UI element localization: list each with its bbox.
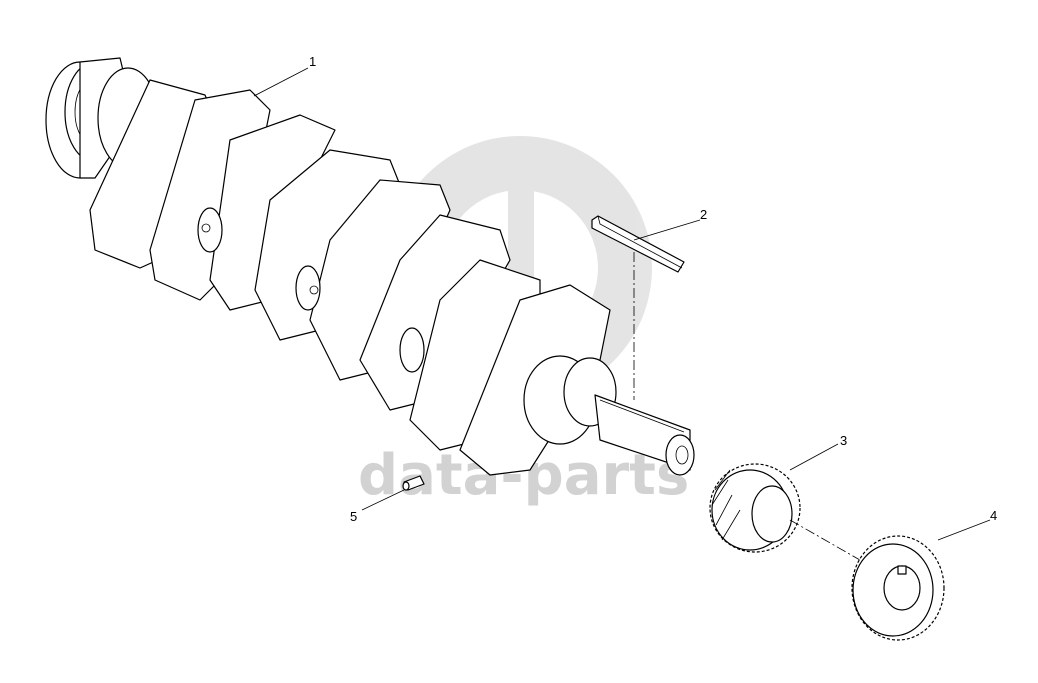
callout-label-2: 2: [700, 207, 707, 222]
key: [591, 215, 685, 400]
crankshaft-gear: [709, 463, 861, 561]
dowel-pin: [402, 475, 425, 491]
timing-gear: [851, 535, 945, 641]
callout-label-3: 3: [840, 433, 847, 448]
crankshaft: [45, 57, 695, 476]
leader-lines: [253, 67, 991, 541]
callout-label-1: 1: [309, 54, 316, 69]
callout-label-4: 4: [990, 508, 997, 523]
callout-label-5: 5: [350, 509, 357, 524]
